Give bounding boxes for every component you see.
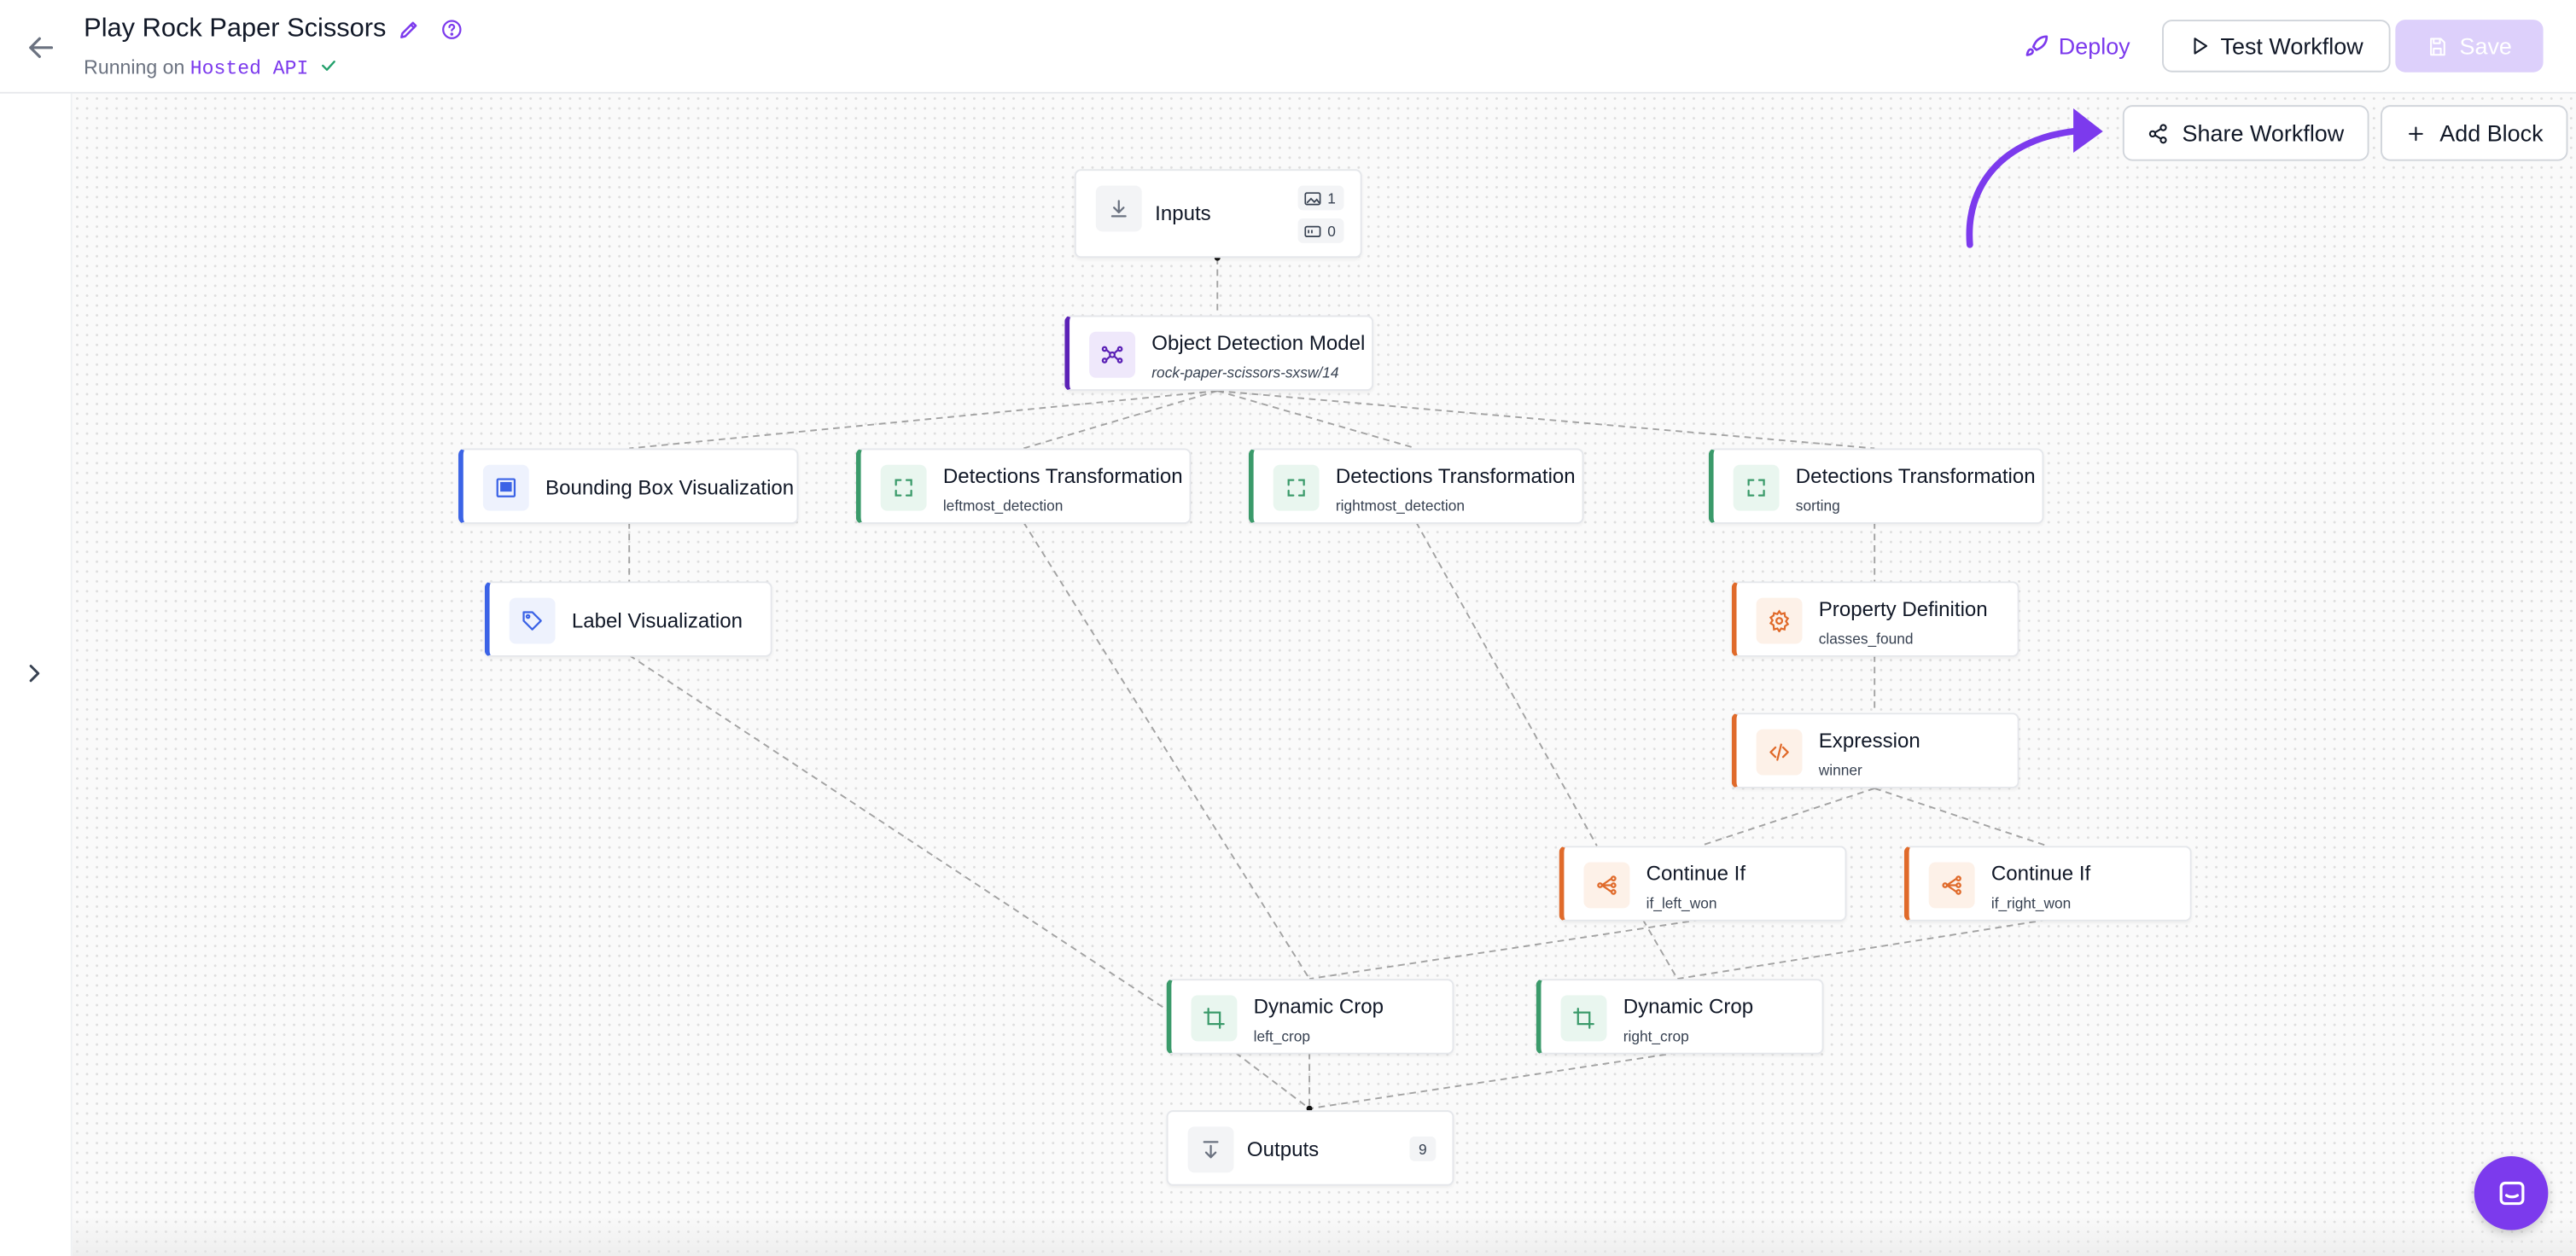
parameter-icon — [1304, 224, 1321, 237]
node-dynamic-crop-right[interactable]: Dynamic Crop right_crop — [1536, 979, 1824, 1055]
node-subtitle: if_left_won — [1646, 895, 1717, 912]
node-title: Detections Transformation — [942, 464, 1183, 488]
chevron-right-icon[interactable] — [20, 659, 50, 689]
expand-icon — [880, 464, 927, 511]
gear-icon — [1756, 597, 1803, 644]
node-continue-if-left[interactable]: Continue If if_left_won — [1559, 846, 1847, 922]
node-property-definition[interactable]: Property Definition classes_found — [1731, 581, 2019, 657]
test-workflow-label: Test Workflow — [2220, 32, 2363, 60]
share-icon — [2149, 123, 2168, 143]
node-title: Outputs — [1246, 1137, 1320, 1161]
pencil-icon[interactable] — [398, 18, 421, 41]
deploy-label: Deploy — [2058, 32, 2130, 60]
node-subtitle: if_right_won — [1990, 895, 2072, 912]
workflow-header: Play Rock Paper Scissors Running on Host… — [0, 0, 2576, 94]
tag-icon — [509, 597, 556, 644]
node-continue-if-right[interactable]: Continue If if_right_won — [1903, 846, 2192, 922]
left-sidebar-rail — [0, 93, 73, 1256]
test-workflow-button[interactable]: Test Workflow — [2162, 20, 2391, 73]
node-object-detection-model[interactable]: Object Detection Model rock-paper-scisso… — [1064, 315, 1374, 392]
share-workflow-button[interactable]: Share Workflow — [2122, 105, 2369, 161]
node-title: Object Detection Model — [1151, 331, 1366, 355]
node-subtitle: right_crop — [1623, 1027, 1689, 1045]
node-subtitle: leftmost_detection — [942, 497, 1064, 515]
node-title: Inputs — [1155, 201, 1211, 225]
expand-icon — [1273, 464, 1320, 511]
node-subtitle: sorting — [1795, 497, 1840, 515]
canvas-bottom-fade — [72, 1215, 2576, 1256]
node-title: Bounding Box Visualization — [545, 476, 795, 500]
node-dynamic-crop-left[interactable]: Dynamic Crop left_crop — [1166, 979, 1454, 1055]
running-status: Running on Hosted API — [84, 55, 339, 80]
node-expression[interactable]: Expression winner — [1731, 712, 2019, 788]
back-arrow-icon[interactable] — [23, 30, 59, 66]
crop-icon — [1560, 995, 1607, 1042]
outputs-count: 9 — [1419, 1140, 1427, 1158]
node-detections-transformation-rightmost[interactable]: Detections Transformation rightmost_dete… — [1248, 448, 1584, 525]
running-prefix: Running on — [84, 55, 185, 79]
node-outputs[interactable]: Outputs 9 — [1166, 1110, 1454, 1186]
help-circle-icon[interactable] — [440, 18, 463, 41]
output-icon — [1187, 1126, 1234, 1173]
node-title: Property Definition — [1818, 597, 1988, 621]
node-label-visualization[interactable]: Label Visualization — [484, 581, 772, 657]
save-label: Save — [2459, 32, 2512, 60]
node-bounding-box-visualization[interactable]: Bounding Box Visualization — [458, 448, 799, 525]
node-title: Dynamic Crop — [1253, 995, 1384, 1019]
save-button[interactable]: Save — [2395, 20, 2544, 73]
add-block-button[interactable]: Add Block — [2381, 105, 2568, 161]
chat-support-button[interactable] — [2474, 1156, 2549, 1230]
code-icon — [1756, 729, 1803, 776]
node-subtitle: rightmost_detection — [1335, 497, 1466, 515]
node-title: Detections Transformation — [1795, 464, 2036, 488]
branch-icon — [1583, 862, 1630, 909]
check-icon — [322, 61, 336, 71]
save-icon — [2430, 37, 2445, 55]
workflow-canvas[interactable] — [72, 93, 2576, 1256]
node-detections-transformation-sorting[interactable]: Detections Transformation sorting — [1708, 448, 2044, 525]
images-count: 1 — [1327, 189, 1336, 206]
node-subtitle: classes_found — [1818, 631, 1914, 648]
expand-icon — [1733, 464, 1780, 511]
image-icon — [1304, 191, 1321, 205]
network-icon — [1089, 331, 1136, 378]
add-block-label: Add Block — [2439, 119, 2544, 147]
node-subtitle: left_crop — [1253, 1027, 1311, 1045]
deploy-button[interactable]: Deploy — [2014, 21, 2140, 71]
plus-icon — [2409, 125, 2423, 141]
node-title: Continue If — [1646, 862, 1746, 886]
workflow-title: Play Rock Paper Scissors — [84, 15, 387, 44]
node-subtitle: rock-paper-scissors-sxsw/14 — [1151, 364, 1339, 381]
rocket-icon — [2025, 34, 2049, 55]
chat-icon — [2498, 1180, 2524, 1205]
share-workflow-label: Share Workflow — [2182, 119, 2345, 147]
branch-icon — [1928, 862, 1975, 909]
node-title: Dynamic Crop — [1623, 995, 1754, 1019]
node-title: Label Visualization — [571, 609, 743, 633]
images-count-badge: 1 — [1297, 185, 1344, 211]
params-count-badge: 0 — [1297, 218, 1344, 243]
crop-icon — [1191, 995, 1238, 1042]
image-box-icon — [482, 464, 529, 511]
node-detections-transformation-leftmost[interactable]: Detections Transformation leftmost_detec… — [855, 448, 1192, 525]
node-subtitle: winner — [1818, 762, 1862, 779]
download-icon — [1095, 185, 1142, 232]
node-inputs[interactable]: Inputs 1 0 — [1074, 169, 1362, 259]
play-icon — [2193, 38, 2207, 55]
node-title: Continue If — [1990, 862, 2091, 886]
node-title: Expression — [1818, 729, 1920, 753]
outputs-count-badge: 9 — [1409, 1136, 1437, 1161]
hosted-api-link[interactable]: Hosted API — [189, 57, 309, 81]
params-count: 0 — [1327, 222, 1336, 240]
node-title: Detections Transformation — [1335, 464, 1576, 488]
